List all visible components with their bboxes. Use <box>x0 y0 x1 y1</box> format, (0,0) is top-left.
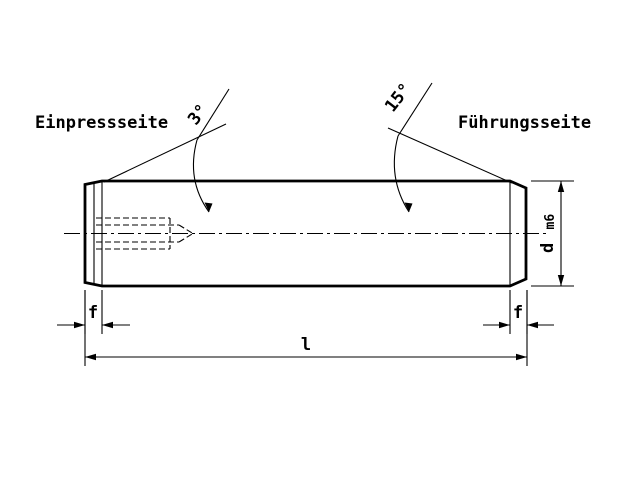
l-label: l <box>301 335 311 355</box>
guide-chamfer-extension-line <box>387 127 513 184</box>
drill-point-upper <box>178 224 194 234</box>
press-side-label: Einpressseite <box>35 113 168 133</box>
f-right-arrow-a <box>499 321 510 329</box>
guide-side-label: Führungsseite <box>458 113 591 133</box>
pin-outline <box>83 179 528 288</box>
l-arrow-left <box>85 353 96 361</box>
dimension-diameter: d m6 <box>531 180 574 287</box>
f-left-arrow-a <box>74 321 85 329</box>
f-right-label: f <box>513 303 523 323</box>
f-right-arrow-b <box>527 321 538 329</box>
f-left-arrow-b <box>102 321 113 329</box>
drill-point-lower <box>178 233 194 243</box>
dimension-length: l <box>84 290 528 366</box>
press-angle-arc <box>192 139 210 213</box>
press-angle-label: 3° <box>184 101 212 129</box>
press-taper-extension-line <box>103 123 227 183</box>
dimension-f-right: f <box>483 290 554 334</box>
d-arrow-top <box>557 181 565 192</box>
internal-thread-hidden-lines <box>96 217 194 250</box>
d-label-symbol: d <box>538 243 558 253</box>
guide-angle-arrowhead <box>404 202 413 212</box>
press-angle-leader <box>196 88 230 141</box>
guide-angle-label: 15° <box>381 80 416 117</box>
d-label: d m6 <box>538 214 558 253</box>
guide-angle-arc <box>393 135 410 213</box>
guide-angle-annotation: 15° <box>381 80 513 213</box>
press-angle-annotation: 3° <box>103 88 230 213</box>
press-angle-arrowhead <box>204 202 213 212</box>
dimension-f-left: f <box>57 290 130 334</box>
d-label-tolerance: m6 <box>543 214 558 230</box>
l-arrow-right <box>516 353 527 361</box>
guide-angle-leader <box>397 82 433 137</box>
f-left-label: f <box>88 303 98 323</box>
d-arrow-bottom <box>557 275 565 286</box>
